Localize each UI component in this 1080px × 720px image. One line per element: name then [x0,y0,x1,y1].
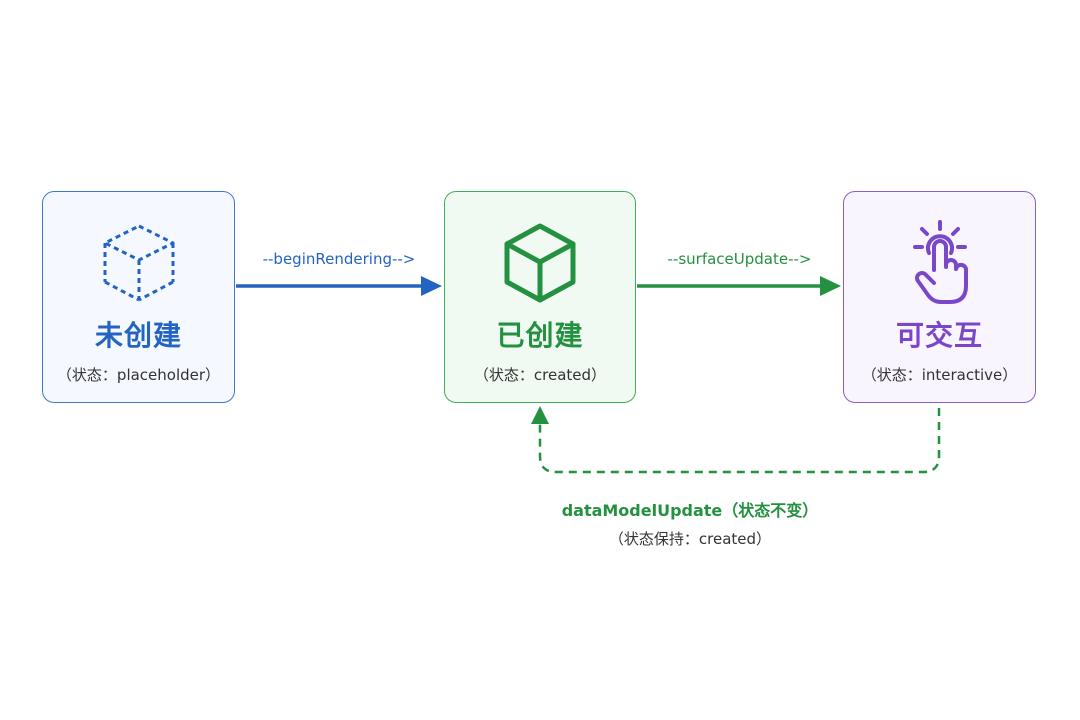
node-title: 可交互 [895,319,983,352]
data-model-update-sublabel: （状态保持：created） [608,530,772,548]
node-state: （状态：interactive） [861,366,1018,384]
node-created: 已创建 （状态：created） [444,191,636,403]
dashed-cube-icon [94,220,184,306]
node-title: 未创建 [94,319,182,352]
node-placeholder: 未创建 （状态：placeholder） [42,191,235,403]
tap-hand-icon [895,220,985,306]
data-model-update-label: dataModelUpdate（状态不变） [561,501,819,520]
data-model-update-arrow [531,406,941,474]
cube-icon [495,220,585,306]
node-title: 已创建 [496,319,584,352]
begin-rendering-label: --beginRendering--> [262,250,416,268]
surface-update-label: --surfaceUpdate--> [667,250,812,268]
node-interactive: 可交互 （状态：interactive） [843,191,1036,403]
node-state: （状态：created） [473,366,607,384]
node-state: （状态：placeholder） [56,366,221,384]
surface-update-arrow [637,276,841,296]
begin-rendering-arrow [236,276,442,296]
